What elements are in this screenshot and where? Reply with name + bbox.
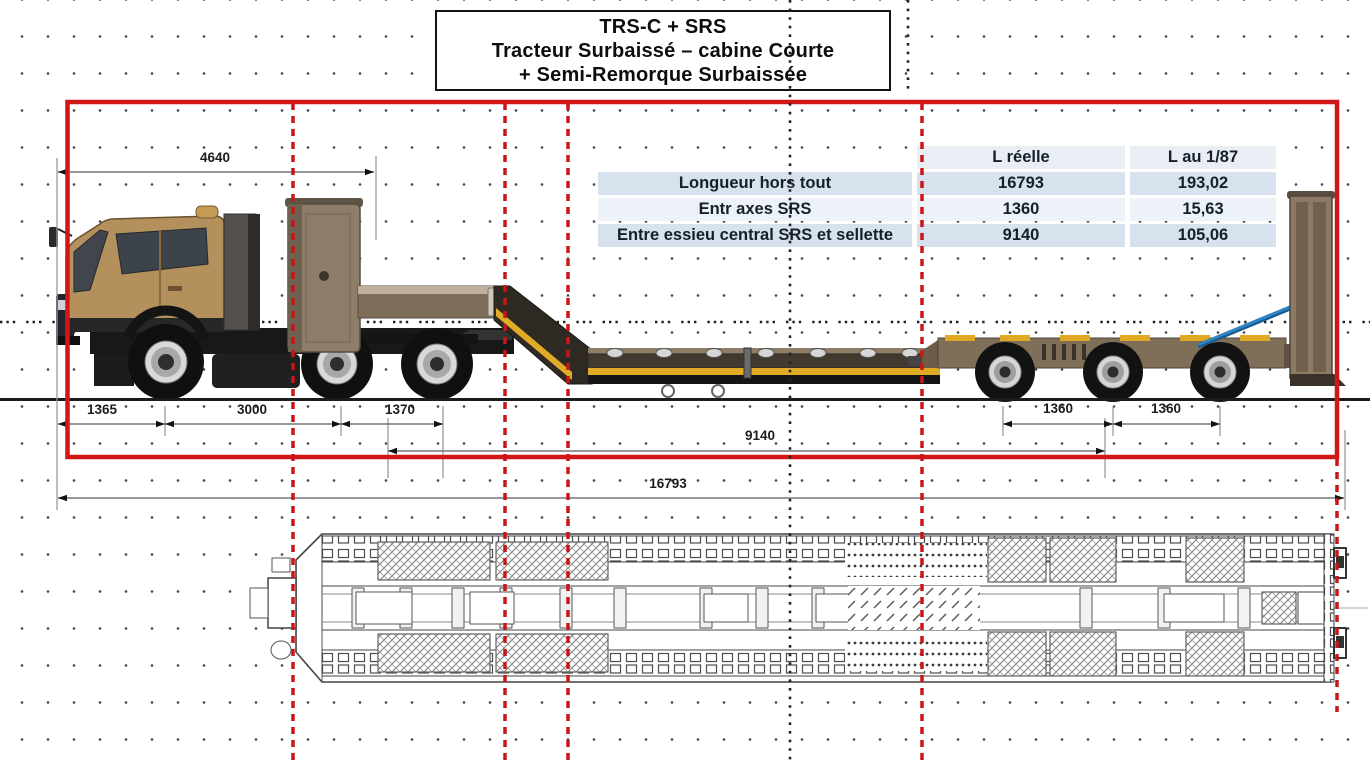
dim-sellette-to-central-axle: 9140	[388, 428, 1105, 455]
mirror	[49, 227, 58, 247]
svg-text:9140: 9140	[745, 428, 775, 443]
spec-row-scale: 193,02	[1130, 172, 1276, 195]
red-dashed-guides	[291, 103, 1339, 760]
cab-step	[94, 354, 134, 386]
svg-text:4640: 4640	[200, 150, 230, 165]
roof-beacon	[195, 205, 219, 219]
plan-spine-boxes	[355, 591, 1225, 625]
title-line-2: Tracteur Surbaissé – cabine Courte	[491, 40, 835, 62]
side-view	[0, 191, 1370, 402]
gooseneck	[285, 198, 593, 385]
low-deck	[587, 347, 941, 398]
svg-text:3000: 3000	[237, 402, 267, 417]
spec-row-label: Entre essieu central SRS et sellette	[598, 224, 912, 247]
dim-overall-length: 16793	[58, 476, 1344, 502]
svg-text:1365: 1365	[87, 402, 118, 417]
wheel	[128, 324, 204, 400]
headlight	[58, 300, 70, 310]
spec-row-real: 1360	[917, 198, 1125, 221]
dim-gooseneck-span: 4640	[58, 150, 374, 176]
title-line-1: TRS-C + SRS	[599, 16, 727, 38]
title-line-3: + Semi-Remorque Surbaissée	[518, 64, 808, 86]
dim-tractor-wheelbase: 3000	[165, 402, 341, 428]
ground-line	[0, 398, 1370, 401]
svg-text:1370: 1370	[385, 402, 415, 417]
spec-header-scale: L au 1/87	[1130, 146, 1276, 169]
plan-view	[249, 533, 1368, 683]
dim-srs-spacing-2: 1360	[1113, 401, 1220, 428]
spec-row-real: 9140	[917, 224, 1125, 247]
wheel	[1190, 342, 1250, 402]
wheel	[1083, 342, 1143, 402]
dim-tandem-spacing: 1370	[341, 402, 443, 428]
wheel	[401, 328, 473, 400]
tractor-side-view	[49, 205, 514, 400]
spec-table: L réelle L au 1/87 Longueur hors tout 16…	[598, 146, 1276, 247]
dimension-annotations: 4640 1365 3000 1370	[56, 150, 1346, 510]
title-box: TRS-C + SRS Tracteur Surbaissé – cabine …	[435, 10, 891, 91]
svg-text:1360: 1360	[1043, 401, 1073, 416]
spec-row-real: 16793	[917, 172, 1125, 195]
black-dotted-guides	[788, 0, 910, 762]
spec-row-label: Longueur hors tout	[598, 172, 912, 195]
red-boundary-box	[65, 99, 1340, 460]
rear-bogie	[908, 335, 1300, 402]
dim-front-overhang: 1365	[58, 402, 165, 428]
exhaust-stack	[248, 214, 260, 330]
spec-header-real: L réelle	[917, 146, 1125, 169]
side-window	[115, 227, 209, 275]
spec-row-scale: 15,63	[1130, 198, 1276, 221]
srs-trailer-side-view	[285, 191, 1346, 402]
rear-ramp	[1197, 191, 1346, 386]
windshield	[73, 229, 109, 293]
frame-slats	[1042, 344, 1086, 360]
extension-lines	[56, 156, 1346, 510]
fuel-tank	[212, 354, 300, 388]
wheel	[975, 342, 1035, 402]
svg-text:16793: 16793	[649, 476, 687, 491]
dim-srs-spacing-1: 1360	[1003, 401, 1113, 428]
spec-row-label: Entr axes SRS	[598, 198, 912, 221]
svg-text:1360: 1360	[1151, 401, 1181, 416]
spec-row-scale: 105,06	[1130, 224, 1276, 247]
